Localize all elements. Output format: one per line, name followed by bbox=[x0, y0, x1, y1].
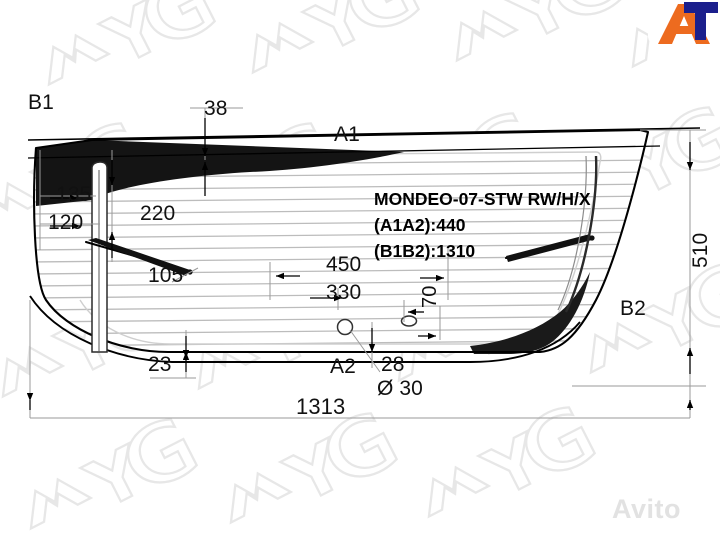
dimension-28: 28 bbox=[381, 353, 405, 376]
corner-label-b2: B2 bbox=[620, 297, 646, 320]
dimension-70: 70 bbox=[419, 285, 441, 308]
dimension-330: 330 bbox=[326, 281, 362, 304]
part-code: MONDEO-07-STW RW/H/X bbox=[374, 189, 591, 209]
corner-label-b1: B1 bbox=[28, 91, 54, 114]
part-title-block: MONDEO-07-STW RW/H/X (A1A2):440 (B1B2):1… bbox=[374, 186, 591, 264]
corner-label-a1: A1 bbox=[334, 123, 360, 146]
dimension-105: 105 bbox=[148, 264, 184, 287]
spec-a1a2: (A1A2):440 bbox=[374, 215, 466, 235]
dimension-1313: 1313 bbox=[296, 394, 346, 419]
dimension-450: 450 bbox=[326, 253, 362, 276]
corner-label-a2: A2 bbox=[330, 355, 356, 378]
dimension-120: 120 bbox=[48, 211, 84, 234]
dimension-38: 38 bbox=[204, 97, 228, 120]
at-logo bbox=[648, 0, 720, 46]
avito-watermark: Avito bbox=[612, 494, 681, 524]
dimension-135: 135 bbox=[56, 183, 92, 206]
dimension-510: 510 bbox=[689, 232, 712, 268]
dimension-23: 23 bbox=[148, 353, 172, 376]
dimension-220: 220 bbox=[140, 202, 176, 225]
dimension-diameter-30: Ø 30 bbox=[377, 377, 423, 400]
spec-b1b2: (B1B2):1310 bbox=[374, 241, 476, 261]
